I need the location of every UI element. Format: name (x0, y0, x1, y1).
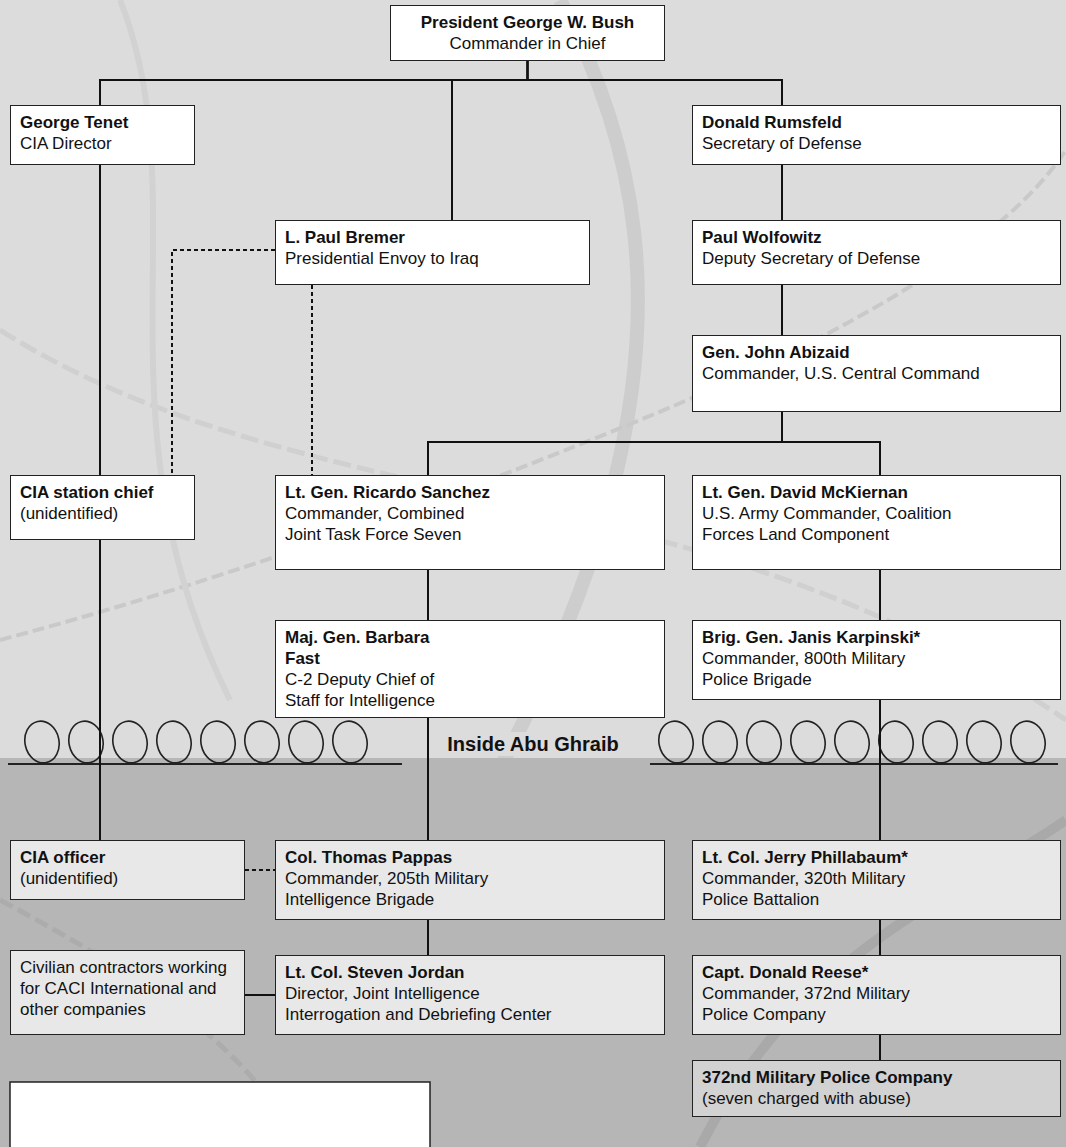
node-subtitle: (unidentified) (20, 503, 185, 524)
node-subtitle: (unidentified) (20, 868, 235, 889)
region-label: Inside Abu Ghraib (441, 732, 625, 756)
wire-coil (109, 718, 151, 766)
node-title: President George W. Bush (400, 12, 655, 33)
connector-line (245, 994, 275, 996)
node-subtitle: Director, Joint Intelligence Interrogati… (285, 983, 570, 1025)
node-title: Donald Rumsfeld (702, 112, 1051, 133)
person-box: Maj. Gen. Barbara FastC-2 Deputy Chief o… (275, 620, 665, 718)
connector-line (452, 61, 528, 220)
connector-line (879, 920, 881, 955)
node-title: George Tenet (20, 112, 185, 133)
person-box: 372nd Military Police Company(seven char… (692, 1060, 1061, 1117)
person-box: Lt. Col. Jerry Phillabaum*Commander, 320… (692, 840, 1061, 920)
person-box: President George W. BushCommander in Chi… (390, 5, 665, 61)
connector-line (99, 165, 101, 475)
node-subtitle: Commander, 320th Military Police Battali… (702, 868, 942, 910)
node-subtitle: Presidential Envoy to Iraq (285, 248, 580, 269)
person-box: Lt. Gen. Ricardo SanchezCommander, Combi… (275, 475, 665, 570)
connector-line (782, 412, 880, 475)
node-subtitle: (seven charged with abuse) (702, 1088, 1051, 1109)
connector-line (428, 412, 782, 475)
barbed-wire (0, 150, 1066, 640)
person-box: Lt. Col. Steven JordanDirector, Joint In… (275, 955, 665, 1035)
node-title: Lt. Gen. David McKiernan (702, 482, 1002, 503)
person-box: CIA station chief(unidentified) (10, 475, 195, 540)
connector-line (781, 285, 783, 335)
wire-coil (241, 718, 283, 766)
wire-coil (919, 718, 961, 766)
connector-line (100, 61, 528, 105)
empty-box (10, 1082, 430, 1147)
node-title: Col. Thomas Pappas (285, 847, 525, 868)
person-box: L. Paul BremerPresidential Envoy to Iraq (275, 220, 590, 285)
wire-coil (963, 718, 1005, 766)
person-box: Gen. John AbizaidCommander, U.S. Central… (692, 335, 1061, 412)
wire-coil (831, 718, 873, 766)
node-subtitle: Commander, 205th Military Intelligence B… (285, 868, 525, 910)
person-box: Paul WolfowitzDeputy Secretary of Defens… (692, 220, 1061, 285)
connector-line (528, 61, 783, 105)
wire-coil (655, 718, 697, 766)
person-box: Lt. Gen. David McKiernanU.S. Army Comman… (692, 475, 1061, 570)
node-title: Capt. Donald Reese* (702, 962, 942, 983)
node-title: Lt. Col. Steven Jordan (285, 962, 570, 983)
wire-coil (875, 718, 917, 766)
barbed-wire (0, 330, 1066, 720)
node-subtitle: Secretary of Defense (702, 133, 1051, 154)
wire-coil (699, 718, 741, 766)
node-title: Civilian contractors working for CACI In… (20, 957, 235, 1020)
connector-line (879, 700, 881, 840)
node-subtitle: C-2 Deputy Chief of Staff for Intelligen… (285, 669, 460, 711)
wire-coil (21, 718, 63, 766)
region-band: Inside Abu GhraibCIA officer(unidentifie… (0, 732, 1066, 1147)
node-subtitle: Commander, 800th Military Police Brigade (702, 648, 942, 690)
connector-line (879, 1035, 881, 1060)
node-title: 372nd Military Police Company (702, 1067, 1051, 1088)
node-subtitle: U.S. Army Commander, Coalition Forces La… (702, 503, 1002, 545)
connector-line (99, 540, 101, 840)
person-box: George TenetCIA Director (10, 105, 195, 165)
person-box: Col. Thomas PappasCommander, 205th Milit… (275, 840, 665, 920)
person-box: Donald RumsfeldSecretary of Defense (692, 105, 1061, 165)
node-subtitle: Commander, Combined Joint Task Force Sev… (285, 503, 490, 545)
connector-line (427, 920, 429, 955)
wire-coil (743, 718, 785, 766)
dashed-connector (245, 869, 275, 871)
node-subtitle: Commander, U.S. Central Command (702, 363, 1051, 384)
node-subtitle: Deputy Secretary of Defense (702, 248, 1051, 269)
dashed-connector (311, 285, 313, 475)
wire-base (8, 763, 402, 765)
node-subtitle: Commander in Chief (400, 33, 655, 54)
node-title: Paul Wolfowitz (702, 227, 1051, 248)
node-title: Maj. Gen. Barbara Fast (285, 627, 460, 669)
wire-coil (329, 718, 371, 766)
wire-coil (197, 718, 239, 766)
node-title: L. Paul Bremer (285, 227, 580, 248)
node-subtitle: CIA Director (20, 133, 185, 154)
node-title: CIA station chief (20, 482, 185, 503)
person-box: CIA officer(unidentified) (10, 840, 245, 900)
person-box: Civilian contractors working for CACI In… (10, 950, 245, 1035)
person-box: Capt. Donald Reese*Commander, 372nd Mili… (692, 955, 1061, 1035)
node-title: Gen. John Abizaid (702, 342, 1051, 363)
wire-coil (153, 718, 195, 766)
node-title: Brig. Gen. Janis Karpinski* (702, 627, 942, 648)
connector-line (781, 165, 783, 220)
node-title: CIA officer (20, 847, 235, 868)
node-title: Lt. Gen. Ricardo Sanchez (285, 482, 490, 503)
person-box: Brig. Gen. Janis Karpinski*Commander, 80… (692, 620, 1061, 700)
node-title: Lt. Col. Jerry Phillabaum* (702, 847, 942, 868)
connector-line (427, 718, 429, 840)
connector-line (879, 570, 881, 620)
connector-line (427, 570, 429, 620)
node-subtitle: Commander, 372nd Military Police Company (702, 983, 942, 1025)
wire-coil (787, 718, 829, 766)
wire-coil (285, 718, 327, 766)
dashed-connector (172, 250, 275, 475)
wire-coil (1007, 718, 1049, 766)
